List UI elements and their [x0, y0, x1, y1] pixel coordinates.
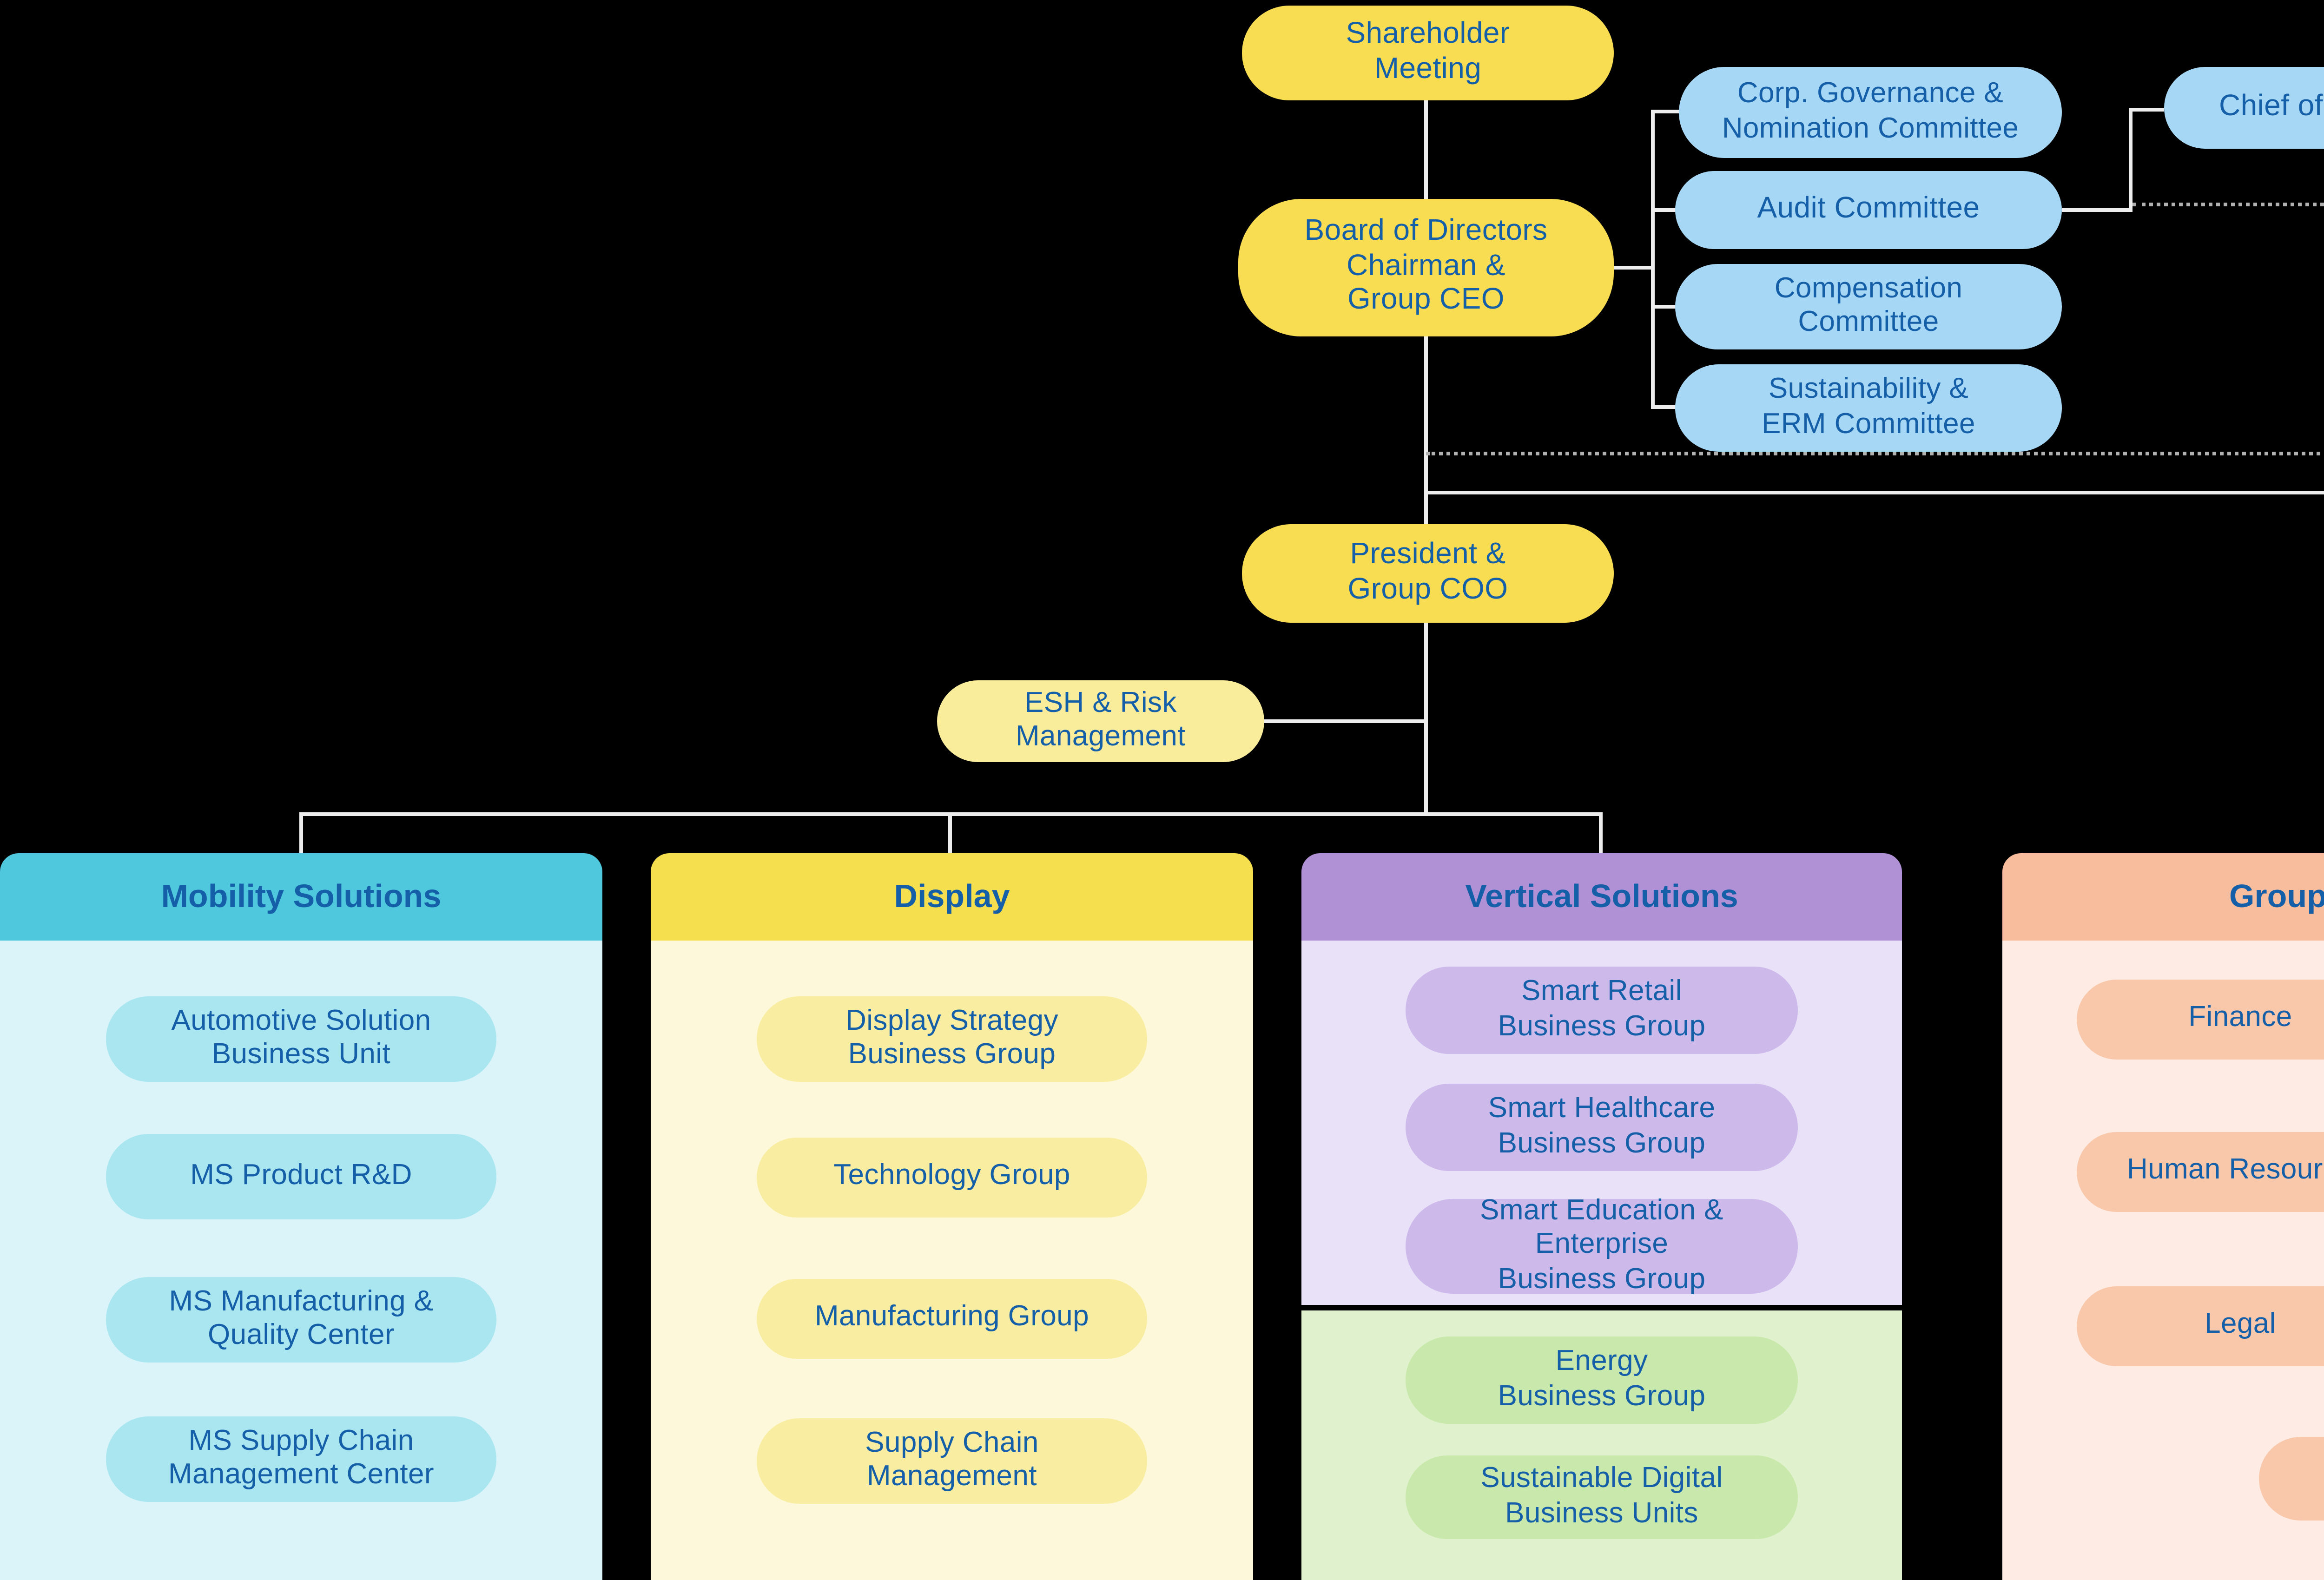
- column-header-group-infrastructure-unit: Group Infrastructure Unit: [2002, 853, 2324, 941]
- node-smart-education-enterprise-business-group: Smart Education & Enterprise Business Gr…: [1406, 1195, 1798, 1295]
- node-human-resource: Human Resource: [2077, 1132, 2324, 1212]
- dotted-audit-right: [2133, 203, 2324, 206]
- connector-audit-compliance-h2: [2129, 108, 2164, 112]
- connector-stub-vertical-solutions: [1599, 812, 1603, 855]
- node-manufacturing-group: Manufacturing Group: [757, 1279, 1147, 1359]
- node-technology-group: Technology Group: [757, 1138, 1147, 1218]
- column-header-display: Display: [651, 853, 1253, 941]
- connector-audit-compliance-h1: [2062, 208, 2133, 212]
- node-display-strategy-business-group: Display Strategy Business Group: [757, 996, 1147, 1082]
- node-automotive-solution-business-unit: Automotive Solution Business Unit: [106, 996, 496, 1082]
- node-board-of-directors: Board of Directors Chairman & Group CEO: [1238, 199, 1614, 336]
- node-legal: Legal: [2077, 1286, 2324, 1366]
- connector-esh-president: [1264, 719, 1428, 723]
- connector-committee-3: [1651, 305, 1677, 309]
- node-ms-supply-chain-management-center: MS Supply Chain Management Center: [106, 1416, 496, 1502]
- node-chief-of-compliance: Chief of Compliance: [2164, 67, 2324, 149]
- connector-stub-mobility: [299, 812, 303, 855]
- node-president-group-coo: President & Group COO: [1242, 524, 1614, 623]
- node-sustainable-digital-business-units: Sustainable Digital Business Units: [1406, 1455, 1798, 1539]
- connector-stub-display: [948, 812, 952, 855]
- connector-board-bracket: [1614, 266, 1655, 270]
- connector-committee-bracket: [1651, 110, 1655, 409]
- dotted-compliance-board: [1426, 452, 2324, 455]
- node-ms-product-rd: MS Product R&D: [106, 1134, 496, 1219]
- node-supply-chain-management: Supply Chain Management: [757, 1418, 1147, 1504]
- connector-board-president: [1424, 336, 1428, 528]
- connector-committee-4: [1651, 405, 1677, 409]
- connector-shareholder-board: [1424, 100, 1428, 203]
- node-compensation-committee: Compensation Committee: [1675, 264, 2062, 349]
- node-sustainability-erm-committee: Sustainability & ERM Committee: [1675, 364, 2062, 452]
- node-auditing: Auditing: [2259, 1437, 2324, 1521]
- node-smart-retail-business-group: Smart Retail Business Group: [1406, 967, 1798, 1054]
- node-corp-governance-nomination-committee: Corp. Governance & Nomination Committee: [1679, 67, 2062, 158]
- node-smart-healthcare-business-group: Smart Healthcare Business Group: [1406, 1084, 1798, 1171]
- node-audit-committee: Audit Committee: [1675, 171, 2062, 249]
- node-esh-risk-management: ESH & Risk Management: [937, 680, 1264, 762]
- node-finance: Finance: [2077, 980, 2324, 1060]
- connector-committee-2: [1651, 208, 1677, 212]
- node-energy-business-group: Energy Business Group: [1406, 1336, 1798, 1424]
- node-shareholder-meeting: Shareholder Meeting: [1242, 6, 1614, 100]
- column-header-mobility-solutions: Mobility Solutions: [0, 853, 602, 941]
- connector-committee-1: [1651, 110, 1681, 113]
- node-ms-manufacturing-quality-center: MS Manufacturing & Quality Center: [106, 1277, 496, 1363]
- connector-board-infrastructure-h: [1426, 491, 2324, 494]
- column-header-vertical-solutions: Vertical Solutions: [1301, 853, 1902, 941]
- connector-audit-compliance-v: [2129, 108, 2133, 212]
